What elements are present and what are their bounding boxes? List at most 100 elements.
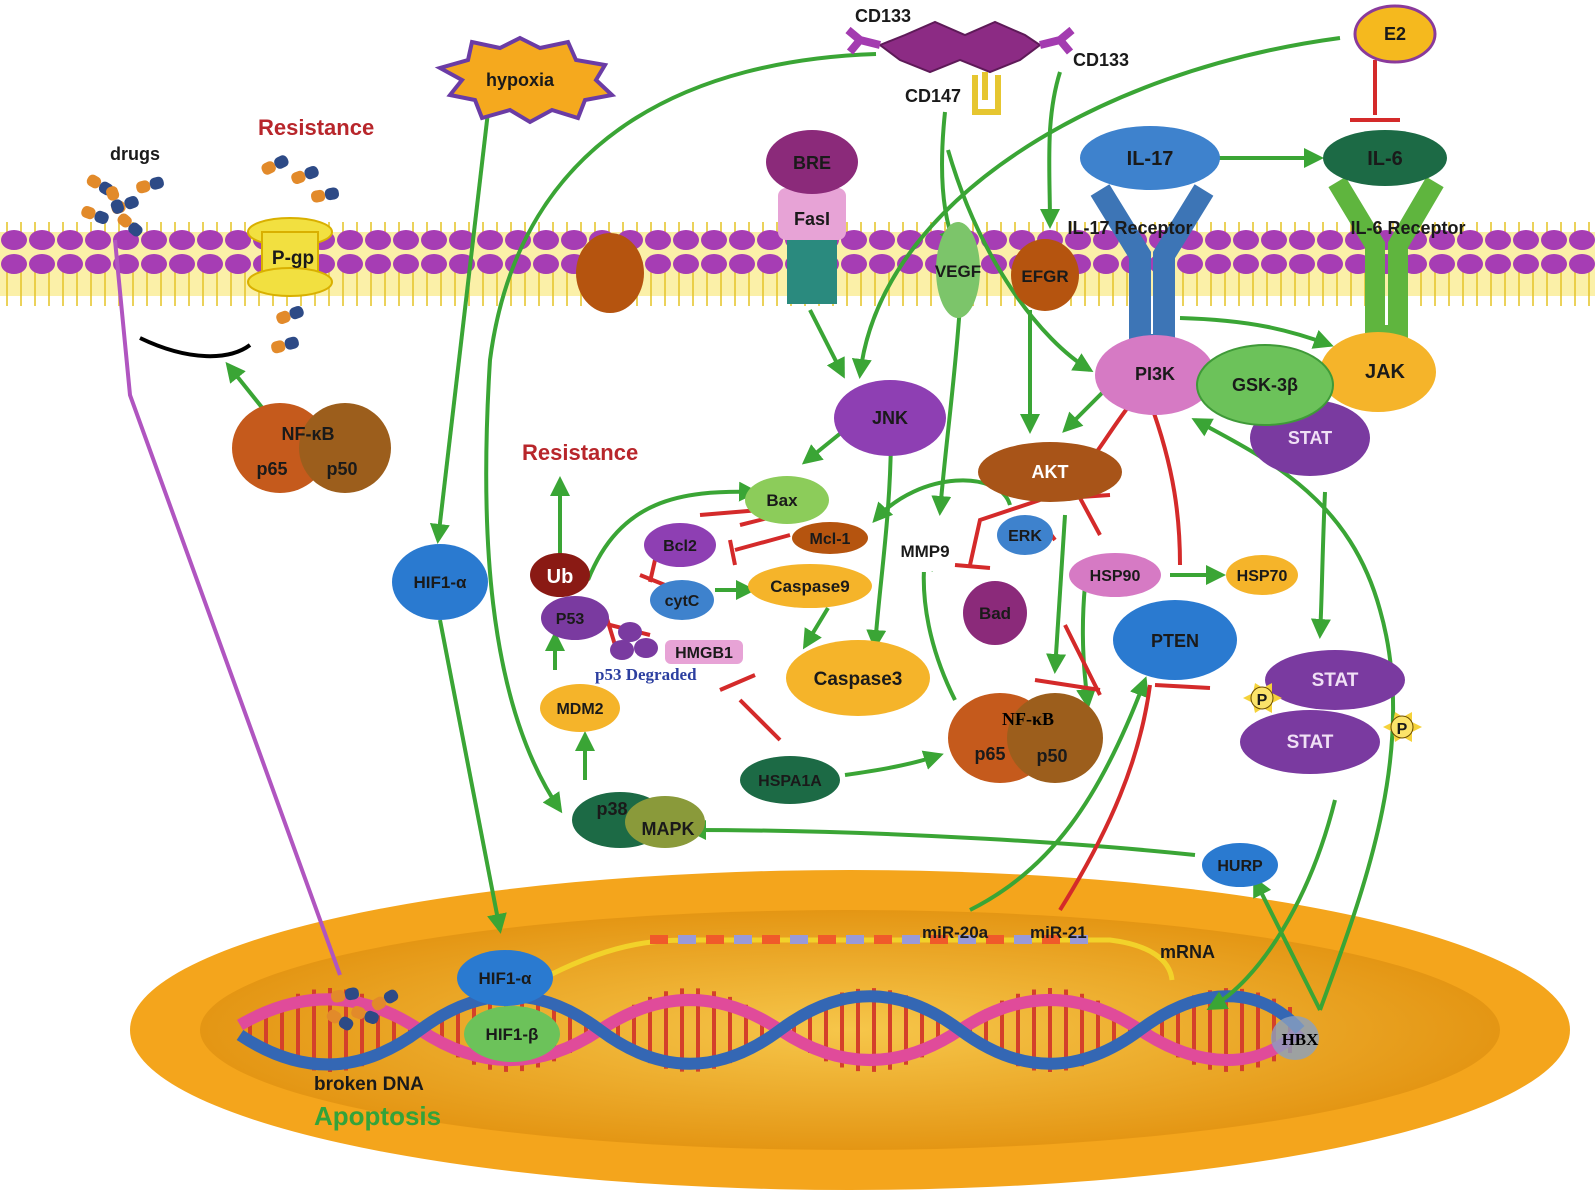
drug-capsule — [271, 336, 299, 354]
hif1a-nuc-label: HIF1-α — [479, 969, 533, 988]
fasl-label: FasI — [794, 209, 830, 229]
p1-label: P — [1257, 692, 1268, 709]
il6-label: IL-6 — [1367, 148, 1403, 170]
cytc-node: cytC — [650, 580, 714, 620]
bax-node: Bax — [745, 476, 829, 524]
hbx-label: HBX — [1282, 1030, 1320, 1049]
caspase9-node: Caspase9 — [748, 564, 872, 608]
drug-path-line — [113, 239, 342, 976]
drug-molecules — [81, 155, 340, 354]
cd133-right-label: CD133 — [1073, 50, 1129, 70]
caspase3-node: Caspase3 — [786, 640, 930, 716]
cytc-label: cytC — [665, 593, 700, 610]
nfkb-left-complex: NF-κB p65 p50 — [232, 403, 391, 493]
mmp9-label: MMP9 — [900, 542, 949, 561]
p2-label: P — [1397, 721, 1408, 738]
hspa1a-node: HSPA1A — [740, 756, 840, 804]
il17-receptor-label: IL-17 Receptor — [1067, 218, 1192, 238]
e2-node: E2 — [1353, 4, 1437, 64]
broken-dna-label: broken DNA — [314, 1074, 424, 1095]
bcl2-node: Bcl2 — [644, 523, 716, 567]
gsk3b-label: GSK-3β — [1232, 375, 1298, 395]
jak-label: JAK — [1365, 361, 1406, 383]
efgr-receptor: EFGR — [1011, 239, 1079, 311]
cd133-complex — [845, 20, 1075, 115]
jnk-node: JNK — [834, 380, 946, 456]
hspa1a-label: HSPA1A — [758, 773, 822, 790]
hbx-node: HBX — [1271, 1016, 1319, 1060]
hmgb1-label: HMGB1 — [675, 645, 733, 662]
drug-capsule — [371, 989, 399, 1011]
bre-fasl-receptor: BRE FasI — [766, 130, 858, 304]
cd133-top-label: CD133 — [855, 6, 911, 26]
ub-node: Ub — [530, 553, 590, 597]
hsp70-node: HSP70 — [1226, 555, 1298, 595]
vegf-label: VEGF — [935, 262, 981, 281]
bre-label: BRE — [793, 153, 831, 173]
gsk3b-node: GSK-3β — [1196, 344, 1334, 426]
pi3k-label: PI3K — [1135, 364, 1175, 384]
mdm2-label: MDM2 — [556, 701, 603, 718]
hif1b-label: HIF1-β — [486, 1025, 539, 1044]
mcl1-label: Mcl-1 — [810, 531, 851, 548]
bax-label: Bax — [766, 491, 798, 510]
drugs-top-label: drugs — [110, 144, 160, 164]
p50-left-label: p50 — [326, 459, 357, 479]
drug-capsule — [81, 205, 109, 225]
pgp-transporter: P-gp — [247, 217, 333, 297]
vegf-receptor: VEGF — [935, 222, 981, 318]
p53-fragments — [610, 622, 658, 660]
hsp90-label: HSP90 — [1090, 568, 1141, 585]
mmp9-node: MMP9 — [889, 528, 961, 572]
hypoxia-node: hypoxia — [434, 35, 617, 125]
caspase9-label: Caspase9 — [770, 577, 849, 596]
mrna-label: mRNA — [1160, 942, 1215, 962]
stat-p1-label: STAT — [1312, 670, 1359, 691]
caspase3-label: Caspase3 — [814, 669, 903, 690]
hurp-label: HURP — [1217, 858, 1263, 875]
hif1a-cyto-node: HIF1-α — [392, 544, 488, 620]
p50-mid-label: p50 — [1036, 746, 1067, 766]
ub-label: Ub — [547, 566, 574, 588]
drug-molecules-dna — [326, 987, 399, 1031]
mir20a-label: miR-20a — [922, 923, 989, 942]
akt-node: AKT — [978, 442, 1122, 502]
pi3k-node: PI3K — [1095, 335, 1215, 415]
drug-capsule — [326, 1009, 354, 1031]
mrna-strand — [548, 935, 1175, 981]
drug-capsule — [105, 186, 125, 214]
hsp70-label: HSP70 — [1237, 568, 1288, 585]
p65-mid-label: p65 — [974, 744, 1005, 764]
pten-node: PTEN — [1113, 600, 1237, 680]
pten-label: PTEN — [1151, 631, 1199, 651]
hif1a-nuc-node: HIF1-α — [457, 950, 553, 1006]
drug-capsule — [276, 305, 304, 325]
drug-capsule — [261, 155, 289, 175]
bcl2-label: Bcl2 — [663, 538, 697, 555]
mir21-label: miR-21 — [1030, 923, 1087, 942]
hif1b-node: HIF1-β — [464, 1006, 560, 1062]
mdm2-node: MDM2 — [540, 684, 620, 732]
p53-degraded-label: p53 Degraded — [595, 665, 697, 684]
stat-p2-label: STAT — [1287, 732, 1334, 753]
jnk-label: JNK — [872, 408, 908, 428]
erk-node: ERK — [997, 515, 1053, 555]
membrane-protein-blob — [576, 233, 644, 313]
drug-capsule — [351, 1005, 379, 1025]
apoptosis-label: Apoptosis — [314, 1101, 441, 1131]
efgr-label: EFGR — [1021, 267, 1068, 286]
stat-label: STAT — [1288, 428, 1332, 448]
mcl1-node: Mcl-1 — [792, 522, 868, 554]
drug-capsule — [310, 187, 340, 203]
hurp-node: HURP — [1202, 843, 1278, 887]
il17-label: IL-17 — [1127, 148, 1174, 170]
efflux-curve — [139, 336, 252, 359]
stat-dimer: STAT STAT P P — [1240, 650, 1422, 774]
bad-label: Bad — [979, 604, 1011, 623]
cd147-label: CD147 — [905, 86, 961, 106]
akt-label: AKT — [1032, 462, 1069, 482]
resistance-top-label: Resistance — [258, 115, 374, 140]
nfkb-mid-label: NF-κB — [1002, 709, 1054, 729]
erk-label: ERK — [1008, 528, 1042, 545]
